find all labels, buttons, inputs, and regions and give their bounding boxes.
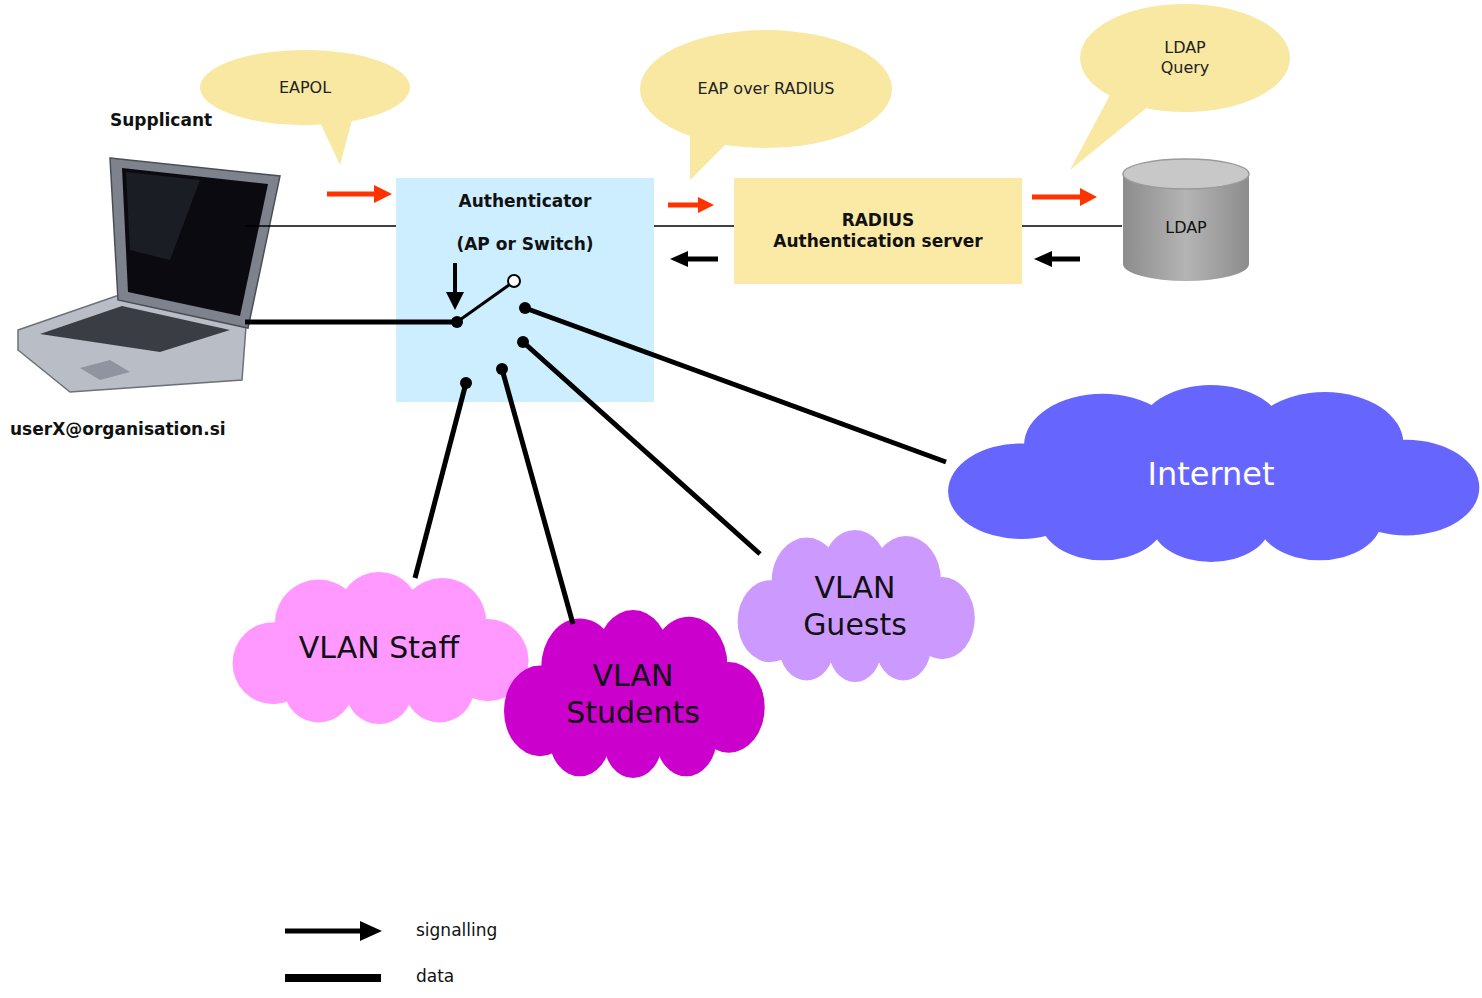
node-label: Authenticator [459,191,592,212]
signalling-link [245,225,396,227]
text-group: Authenticator (AP or Switch) [396,178,654,402]
text-group: RADIUS Authentication server [734,178,1022,284]
ldap-database: LDAP [1122,158,1250,282]
text-group: Supplicant userX@organisation.si [10,110,320,440]
callout-bubble: EAP over RADIUS [640,30,892,148]
callout-tail [318,118,352,165]
node-label: (AP or Switch) [456,234,593,255]
callout-bubble: LDAP Query [1080,4,1290,112]
signalling-link [654,225,734,227]
laptop-illustration [18,158,280,392]
node-label: EAP over RADIUS [698,79,835,99]
text-group: Internet [940,385,1482,562]
vlan-cloud: VLAN Guests [734,530,976,682]
text-group: LDAP Query [1080,4,1290,112]
cloud-shape [734,530,976,682]
legend-label: signalling [416,920,497,940]
supplicant-laptop: Supplicant userX@organisation.si [10,110,320,440]
node-label: VLAN Staff [299,629,459,667]
internet-cloud: Internet [940,385,1482,562]
node-label: Internet [1147,454,1274,494]
device-label: Supplicant [110,110,212,131]
text-group: VLAN Staff [228,572,530,724]
signalling-link [1022,225,1122,227]
node-label: VLAN Students [533,657,733,732]
vlan-cloud: VLAN Staff [228,572,530,724]
callout-bubble: EAPOL [200,50,410,125]
node-label: EAPOL [279,78,331,98]
radius-server-box: RADIUS Authentication server [734,178,1022,284]
node-label: RADIUS Authentication server [768,210,988,253]
switch-symbol [446,263,531,389]
text-group: EAP over RADIUS [640,30,892,148]
legend-sample [285,921,382,978]
node-label: VLAN Guests [770,569,940,644]
node-label: LDAP Query [1140,38,1230,78]
device-label: userX@organisation.si [10,419,226,440]
text-group: VLAN Students [500,610,766,778]
data-link [523,342,760,554]
vlan-cloud: VLAN Students [500,610,766,778]
cloud-shape [500,610,766,778]
text-group: LDAP [1122,158,1250,282]
data-link [525,308,946,462]
text-group: EAPOL [200,50,410,125]
data-link [415,383,466,578]
text-group: VLAN Guests [734,530,976,682]
node-label: LDAP [1165,218,1207,238]
legend-label: data [416,966,454,986]
data-link [245,320,457,325]
authenticator-box: Authenticator (AP or Switch) [396,178,654,402]
data-link [502,369,573,624]
